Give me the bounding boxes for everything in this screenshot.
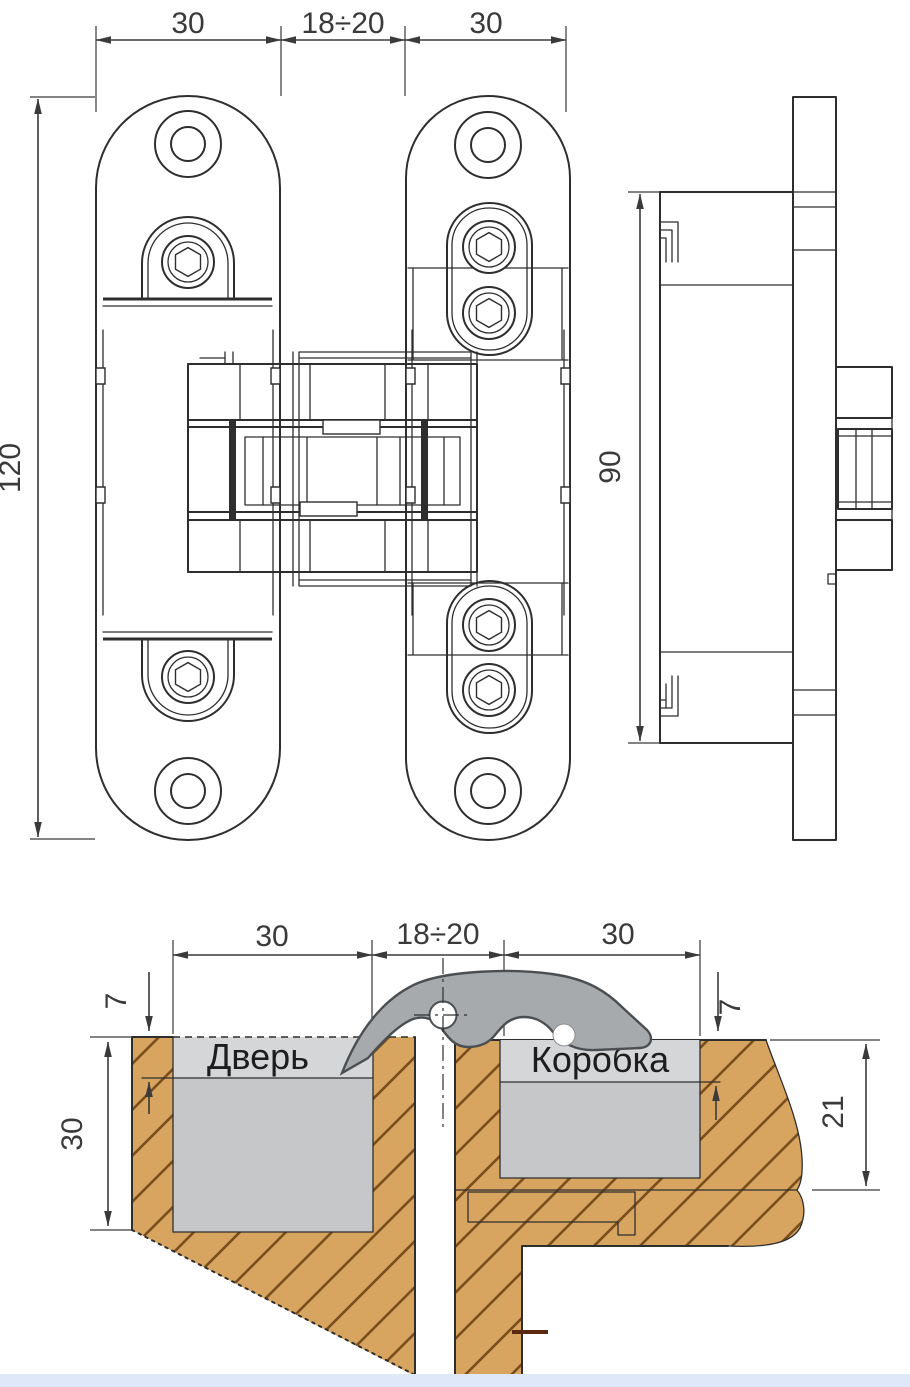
hex-adjustment-screw	[161, 650, 215, 704]
plate-edge-profile	[792, 96, 893, 841]
dim-plate-height: 120	[0, 443, 27, 493]
hex-fixing-screw	[462, 286, 516, 340]
dim-section-width-left: 30	[255, 920, 288, 953]
frame-section: Коробка	[454, 1039, 805, 1385]
front-height-dimension: 120	[0, 96, 95, 840]
dim-section-width-right: 30	[601, 918, 634, 951]
pivot-bar	[229, 420, 236, 520]
hex-fixing-screw	[462, 663, 516, 717]
knuckle	[835, 366, 893, 419]
door-section: Дверь	[131, 1036, 422, 1379]
dim-body-height: 90	[594, 450, 627, 483]
front-top-dimensions: 30 18÷20 30	[95, 7, 567, 112]
door-pocket-band	[173, 1037, 373, 1078]
countersunk-hole	[154, 110, 222, 178]
frame-side-dimensions: 7 21	[712, 972, 880, 1191]
dim-frame-face-offset: 7	[714, 999, 747, 1016]
right-plate	[405, 95, 571, 841]
dim-frame-mortise-depth: 21	[817, 1095, 850, 1128]
frame-rabbet-strip	[467, 1191, 636, 1236]
left-plate	[95, 95, 281, 841]
linkage-housing	[187, 351, 478, 587]
front-view: 30 18÷20 30 120	[0, 7, 571, 841]
dim-door-face-offset: 7	[100, 993, 133, 1010]
side-height-dimension: 90	[594, 191, 662, 744]
hinge-arm	[339, 958, 653, 1130]
dim-gap: 18÷20	[301, 7, 384, 40]
countersunk-hole	[454, 111, 522, 179]
knuckle	[835, 519, 893, 571]
door-break-line	[131, 1229, 422, 1379]
plate-edge-notches	[95, 367, 281, 504]
hinge-body-profile	[659, 191, 794, 744]
frame-break-line	[454, 1039, 805, 1248]
pivot-bar	[421, 420, 428, 520]
retention-clip	[659, 675, 679, 717]
plate-edge-notches	[405, 367, 571, 504]
knuckle	[837, 428, 893, 510]
dim-section-gap: 18÷20	[396, 918, 479, 951]
section-view: Дверь Коробка 30 18÷20 30	[56, 918, 880, 1385]
countersunk-hole	[154, 757, 222, 825]
side-view: 90	[594, 96, 893, 841]
door-side-dimensions: 7 30	[56, 972, 153, 1231]
door-label: Дверь	[207, 1036, 309, 1077]
dim-plate-width-left: 30	[171, 7, 204, 40]
page-footer-strip	[0, 1374, 910, 1387]
hex-fixing-screw	[462, 220, 516, 274]
arm-screw-hole	[552, 1023, 576, 1047]
countersunk-hole	[454, 757, 522, 825]
dim-door-mortise-depth: 30	[56, 1117, 89, 1150]
dim-plate-width-right: 30	[469, 7, 502, 40]
hex-fixing-screw	[462, 598, 516, 652]
retention-clip	[659, 221, 679, 263]
section-top-dimensions: 30 18÷20 30	[172, 918, 701, 1036]
hex-adjustment-screw	[161, 235, 215, 289]
